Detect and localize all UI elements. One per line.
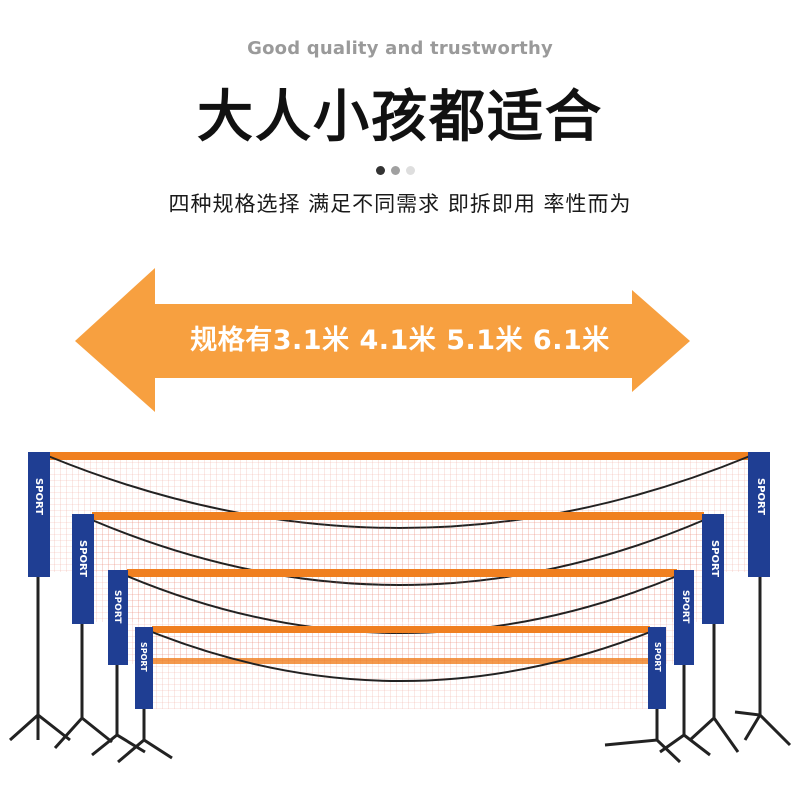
svg-text:SPORT: SPORT — [77, 540, 88, 577]
arrow-shape — [75, 268, 690, 412]
pager-dot-3 — [406, 165, 415, 175]
svg-text:SPORT: SPORT — [33, 478, 44, 515]
svg-text:SPORT: SPORT — [755, 478, 766, 515]
size-banner-text: 规格有3.1米 4.1米 5.1米 6.1米 — [190, 325, 610, 356]
svg-text:SPORT: SPORT — [139, 642, 148, 672]
page-title: 大人小孩都适合 — [197, 85, 603, 150]
tagline: 四种规格选择 满足不同需求 即拆即用 率性而为 — [168, 192, 632, 216]
pager-dot-1 — [376, 165, 385, 175]
english-subtitle: Good quality and trustworthy — [247, 38, 553, 59]
svg-text:SPORT: SPORT — [112, 590, 122, 624]
pager-dot-2 — [391, 165, 400, 175]
svg-text:SPORT: SPORT — [680, 590, 690, 624]
pager-dots — [376, 164, 415, 176]
svg-text:SPORT: SPORT — [709, 540, 720, 577]
svg-text:SPORT: SPORT — [653, 642, 662, 672]
net-3-1m: SPORT SPORT — [117, 626, 682, 764]
